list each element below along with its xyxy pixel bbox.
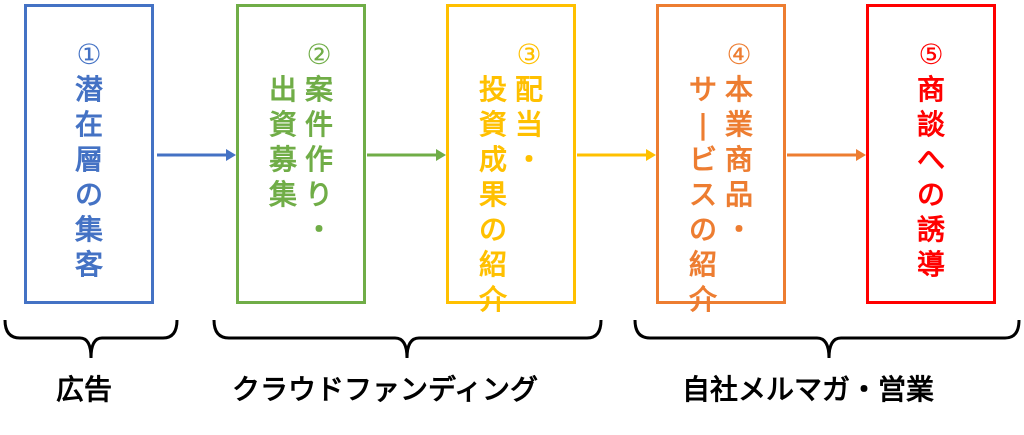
vertical-glyph: ・ [515, 143, 544, 176]
vertical-glyph: 導 [916, 248, 945, 281]
step-text-2-line-2: 出資募集 [269, 72, 297, 212]
step-text-2-line-1: 案件作り・ [305, 72, 333, 247]
vertical-glyph: | [697, 108, 709, 141]
vertical-glyph: 出 [268, 73, 297, 106]
vertical-glyph: 当 [515, 108, 544, 141]
vertical-glyph: 果 [478, 178, 507, 211]
vertical-glyph: サ [688, 73, 717, 106]
vertical-glyph: 談 [916, 108, 945, 141]
vertical-glyph: 集 [268, 178, 297, 211]
vertical-glyph: ス [688, 178, 717, 211]
step-box-2: ② 案件作り・ 出資募集 [236, 4, 366, 304]
vertical-glyph: 本 [725, 73, 754, 106]
vertical-glyph: 商 [725, 143, 754, 176]
vertical-glyph: の [74, 178, 103, 211]
group-label-mailmag: 自社メルマガ・営業 [682, 373, 935, 406]
vertical-glyph: 集 [74, 213, 103, 246]
vertical-glyph: 介 [478, 283, 507, 316]
step-text-4-line-1: 本業商品・ [725, 72, 753, 247]
step-text-1-line-1: 潜在層の集客 [75, 72, 103, 282]
vertical-glyph: へ [916, 143, 945, 176]
bracket-mailmag [633, 319, 1021, 359]
group-label-ad: 広告 [56, 373, 113, 406]
step-text-5-line-1: 商談への誘導 [917, 72, 945, 282]
step-box-3: ③ 配当・ 投資成果の紹介 [446, 4, 576, 316]
bracket-ad [3, 319, 179, 359]
step-text-3-line-1: 配当・ [515, 72, 543, 177]
step-number-3: ③ [516, 38, 542, 71]
vertical-glyph: 層 [74, 143, 103, 176]
bracket-crowdfunding [212, 319, 603, 359]
step-text-4-line-2: サ|ビスの紹介 [689, 72, 717, 317]
vertical-glyph: 資 [268, 108, 297, 141]
vertical-glyph: 紹 [478, 248, 507, 281]
arrow-3-4 [577, 149, 656, 161]
vertical-glyph: 品 [725, 178, 754, 211]
vertical-glyph: 配 [515, 73, 544, 106]
step-number-1: ① [76, 38, 102, 71]
vertical-glyph: の [916, 178, 945, 211]
step-number-2: ② [306, 38, 332, 71]
vertical-glyph: 成 [478, 143, 507, 176]
vertical-glyph: 資 [478, 108, 507, 141]
vertical-glyph: ・ [305, 213, 334, 246]
vertical-glyph: 誘 [916, 213, 945, 246]
vertical-glyph: 件 [305, 108, 334, 141]
vertical-glyph: 募 [268, 143, 297, 176]
vertical-glyph: ビ [688, 143, 717, 176]
vertical-glyph: り [305, 178, 334, 211]
arrow-2-3 [367, 149, 446, 161]
vertical-glyph: 潜 [74, 73, 103, 106]
vertical-glyph: 案 [305, 73, 334, 106]
vertical-glyph: 客 [74, 248, 103, 281]
vertical-glyph: 業 [725, 108, 754, 141]
vertical-glyph: 商 [916, 73, 945, 106]
vertical-glyph: 紹 [688, 248, 717, 281]
vertical-glyph: の [478, 213, 507, 246]
step-number-5: ⑤ [918, 38, 944, 71]
arrow-4-5 [787, 149, 866, 161]
step-box-5: ⑤ 商談への誘導 [866, 4, 996, 304]
vertical-glyph: 介 [688, 283, 717, 316]
step-number-4: ④ [726, 38, 752, 71]
vertical-glyph: の [688, 213, 717, 246]
vertical-glyph: ・ [725, 213, 754, 246]
arrow-1-2 [157, 149, 236, 161]
vertical-glyph: 作 [305, 143, 334, 176]
step-box-4: ④ 本業商品・ サ|ビスの紹介 [656, 4, 786, 316]
group-label-crowdfunding: クラウドファンディング [232, 373, 539, 406]
vertical-glyph: 投 [478, 73, 507, 106]
vertical-glyph: 在 [74, 108, 103, 141]
step-box-1: ① 潜在層の集客 [24, 4, 154, 304]
step-text-3-line-2: 投資成果の紹介 [479, 72, 507, 317]
